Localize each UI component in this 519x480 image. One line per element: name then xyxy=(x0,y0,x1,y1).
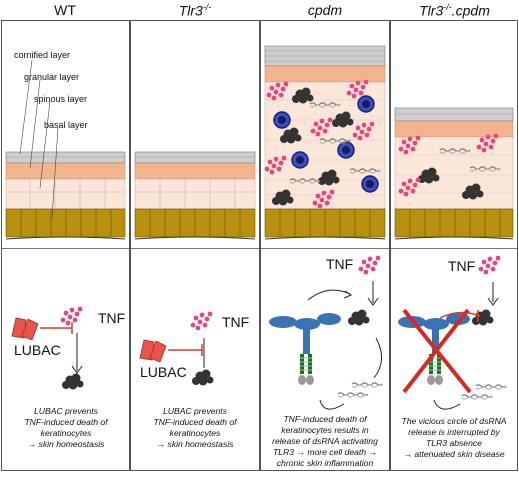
caption-line: LUBAC prevents xyxy=(162,406,227,416)
header-dko-base: Tlr3 xyxy=(419,2,444,19)
caption-line: TNF-induced death of xyxy=(24,417,108,427)
header-tlr3-ko-cpdm: Tlr3-/-.cpdm xyxy=(390,2,519,20)
panel-tlr3-ko xyxy=(130,20,260,471)
label-basal-layer: basal layer xyxy=(44,120,88,130)
caption-line: → attenuated skin disease xyxy=(403,449,505,459)
caption-line: TLR3 absence xyxy=(426,438,482,448)
label-cornified-layer: cornified layer xyxy=(14,50,71,60)
header-tlr3-ko: Tlr3-/- xyxy=(130,2,260,20)
caption-tlr3-ko: LUBAC prevents TNF-induced death of kera… xyxy=(133,406,257,450)
label-granular-layer: granular layer xyxy=(24,72,80,82)
tnf-label-tlr3-ko: TNF xyxy=(222,314,250,330)
header-cpdm: cpdm xyxy=(307,2,343,18)
layer-leaders xyxy=(19,59,59,219)
panel-cpdm xyxy=(260,20,390,471)
mechanism-wt xyxy=(11,306,84,390)
skin-tlr3-ko xyxy=(134,151,256,240)
header-tlr3-ko-sup: -/- xyxy=(202,2,212,12)
lubac-label-wt: LUBAC xyxy=(14,342,61,358)
header-wt: WT xyxy=(54,2,76,18)
caption-tlr3-ko-cpdm: The vicious circle of dsRNA release is i… xyxy=(391,416,517,460)
panel-divider xyxy=(261,248,389,249)
header-tlr3-ko-base: Tlr3 xyxy=(178,2,203,19)
panel-divider xyxy=(131,248,259,249)
caption-line: TNF-induced death of xyxy=(153,417,237,427)
caption-line: TLR3 → more cell death → xyxy=(272,447,378,457)
lubac-label-tlr3-ko: LUBAC xyxy=(140,364,187,380)
skin-cpdm xyxy=(264,45,386,240)
header-dko-sup: -/- xyxy=(443,2,452,12)
lubac-icon xyxy=(11,317,39,341)
caption-cpdm: TNF-induced death of keratinocytes resul… xyxy=(262,414,388,469)
tnf-label-tlr3-ko-cpdm: TNF xyxy=(448,258,476,274)
caption-line: keratinocytes results in xyxy=(281,425,369,435)
caption-line: TNF-induced death of xyxy=(283,414,367,424)
caption-line: The vicious circle of dsRNA xyxy=(401,416,507,426)
skin-tlr3-ko-cpdm xyxy=(394,107,514,240)
panel-wt xyxy=(1,20,130,471)
caption-line: keratinocytes xyxy=(169,428,221,438)
caption-line: release of dsRNA activating xyxy=(272,436,378,446)
caption-line: LUBAC prevents xyxy=(33,406,98,416)
caption-line: keratinocytes xyxy=(40,428,92,438)
skin-wt xyxy=(5,151,126,240)
tnf-label-wt: TNF xyxy=(98,310,126,326)
caption-line: → skin homeostasis xyxy=(27,439,105,449)
mechanism-tlr3-ko xyxy=(139,311,214,386)
header-dko-suffix: .cpdm xyxy=(451,2,490,19)
caption-line: release is interrupted by xyxy=(408,427,500,437)
panel-divider xyxy=(2,248,129,249)
tlr3-receptor-icon xyxy=(268,312,342,386)
mechanism-tlr3-ko-cpdm xyxy=(397,255,507,410)
label-spinous-layer: spinous layer xyxy=(34,94,88,104)
panel-tlr3-ko-cpdm xyxy=(390,20,518,471)
caption-line: chronic skin inflammation xyxy=(276,458,374,468)
caption-line: → skin homeostasis xyxy=(156,439,234,449)
lubac-icon xyxy=(139,339,167,363)
caption-wt: LUBAC prevents TNF-induced death of kera… xyxy=(4,406,128,450)
mechanism-cpdm xyxy=(268,255,383,410)
tnf-label-cpdm: TNF xyxy=(326,256,354,272)
panel-divider xyxy=(391,248,517,249)
